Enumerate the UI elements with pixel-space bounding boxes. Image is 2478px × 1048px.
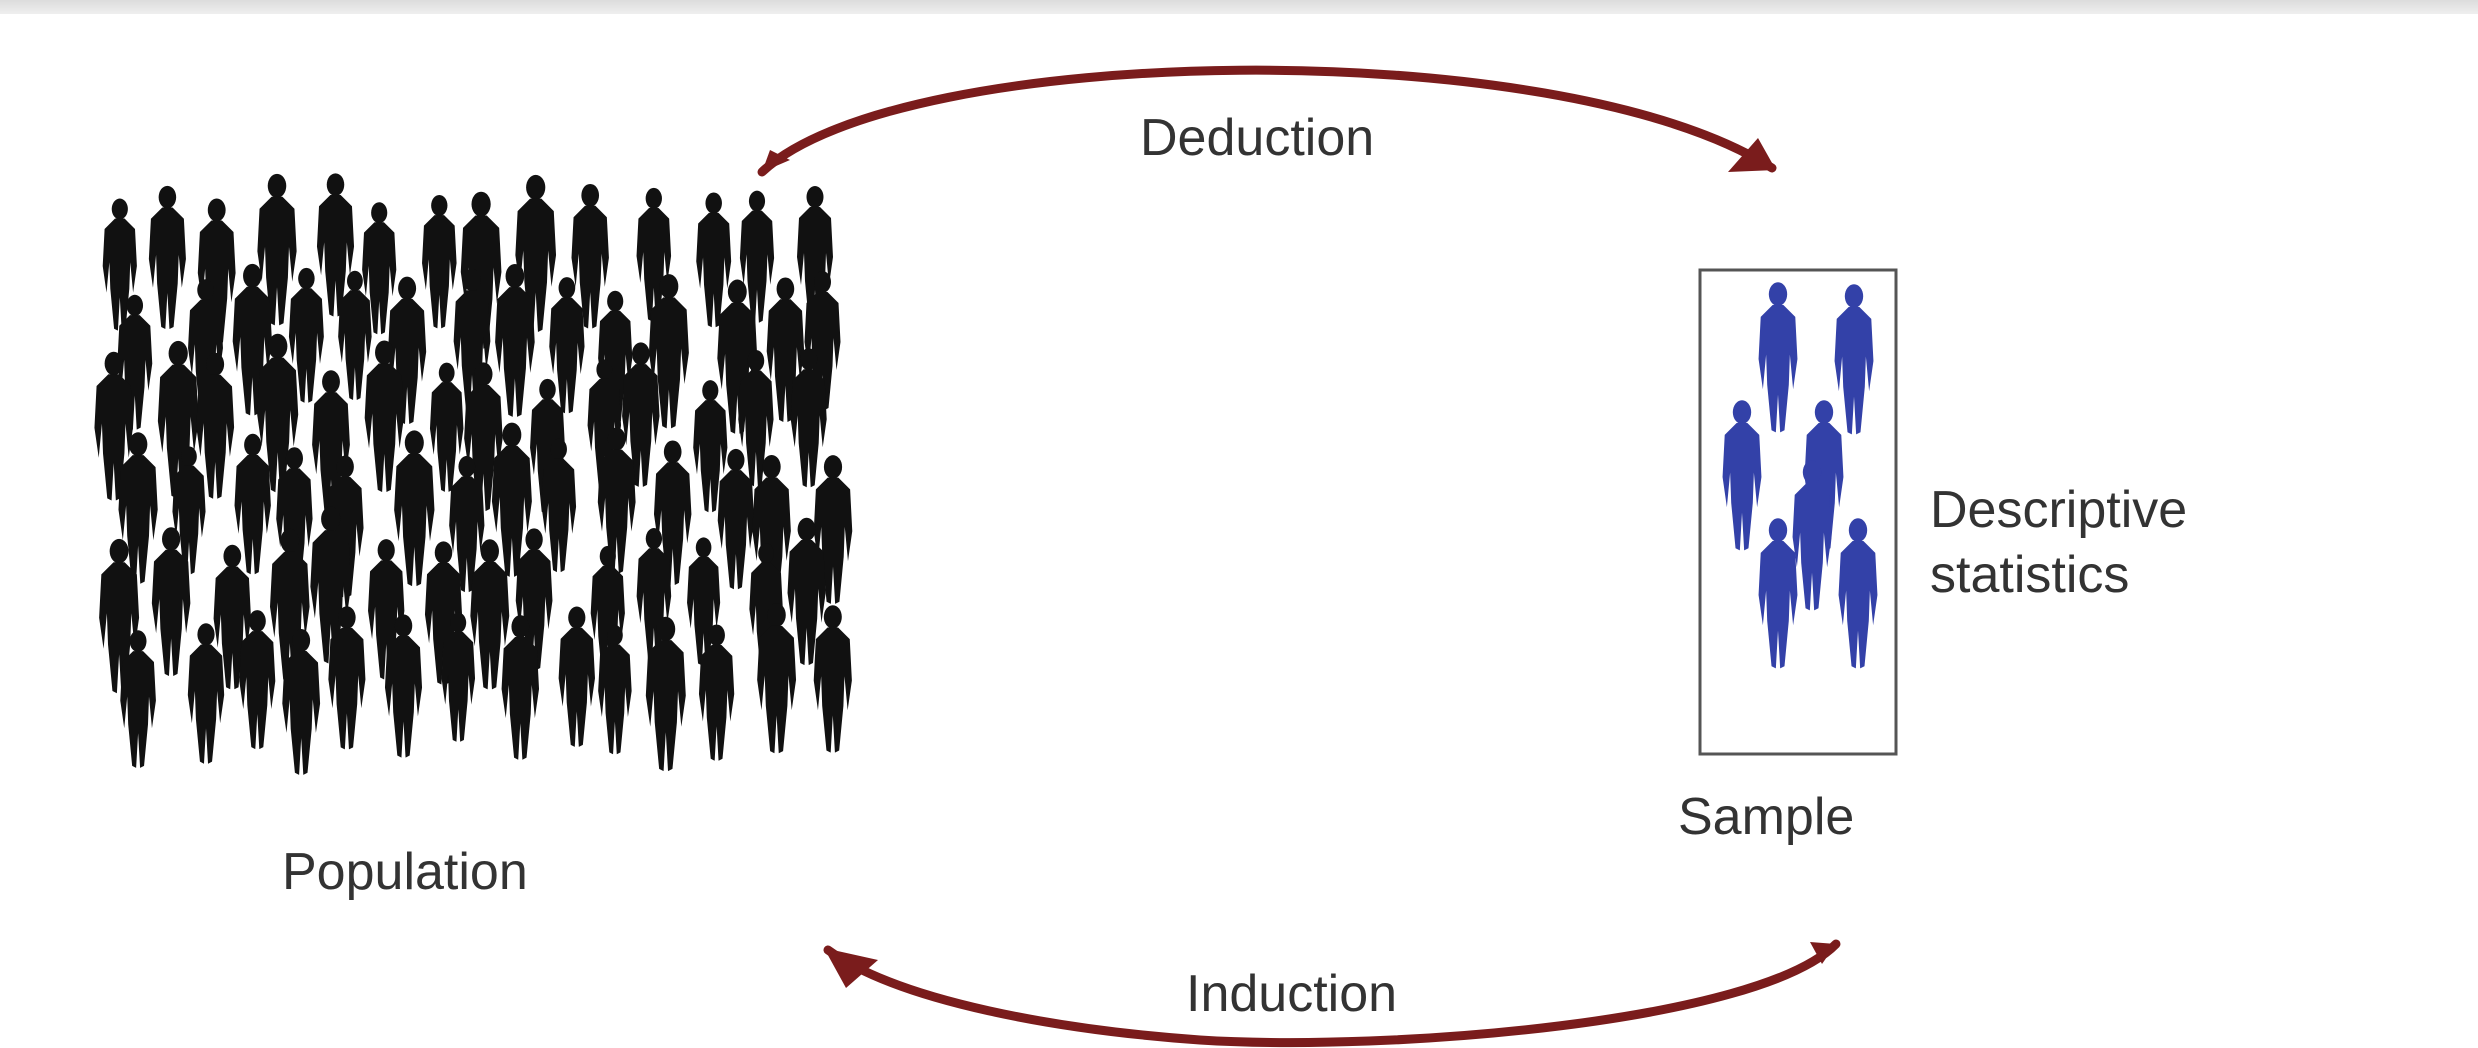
population-person <box>813 605 852 753</box>
induction-label: Induction <box>1186 965 1398 1023</box>
population-person <box>429 362 464 492</box>
population-person <box>239 610 276 750</box>
sample-label: Sample <box>1678 788 1855 846</box>
population-person <box>187 623 225 764</box>
deduction-arrow <box>757 65 1777 177</box>
descriptive-statistics-label: Descriptive statistics <box>1930 478 2187 608</box>
population-person <box>696 192 732 328</box>
deduction-label: Deduction <box>1140 109 1375 167</box>
population-person <box>148 185 186 329</box>
population-person <box>558 606 595 747</box>
sample-person <box>1722 400 1762 551</box>
population-crowd <box>94 173 853 775</box>
induction-arrow <box>823 939 1841 1048</box>
sample-person <box>1834 284 1874 435</box>
population-person <box>739 190 775 323</box>
population-label: Population <box>282 843 528 901</box>
sample-person <box>1838 518 1878 669</box>
sample-group <box>1722 282 1878 669</box>
top-rule <box>0 0 2478 14</box>
descriptive-statistics-line-1: Descriptive <box>1930 481 2188 539</box>
population-person <box>717 448 755 590</box>
population-person <box>394 430 435 587</box>
sample-person <box>1758 518 1798 669</box>
sample-person <box>1758 282 1798 433</box>
population-person <box>698 624 735 761</box>
descriptive-statistics-line-2: statistics <box>1930 546 2130 604</box>
sample-frame <box>1698 268 1898 756</box>
population-person <box>422 194 457 329</box>
